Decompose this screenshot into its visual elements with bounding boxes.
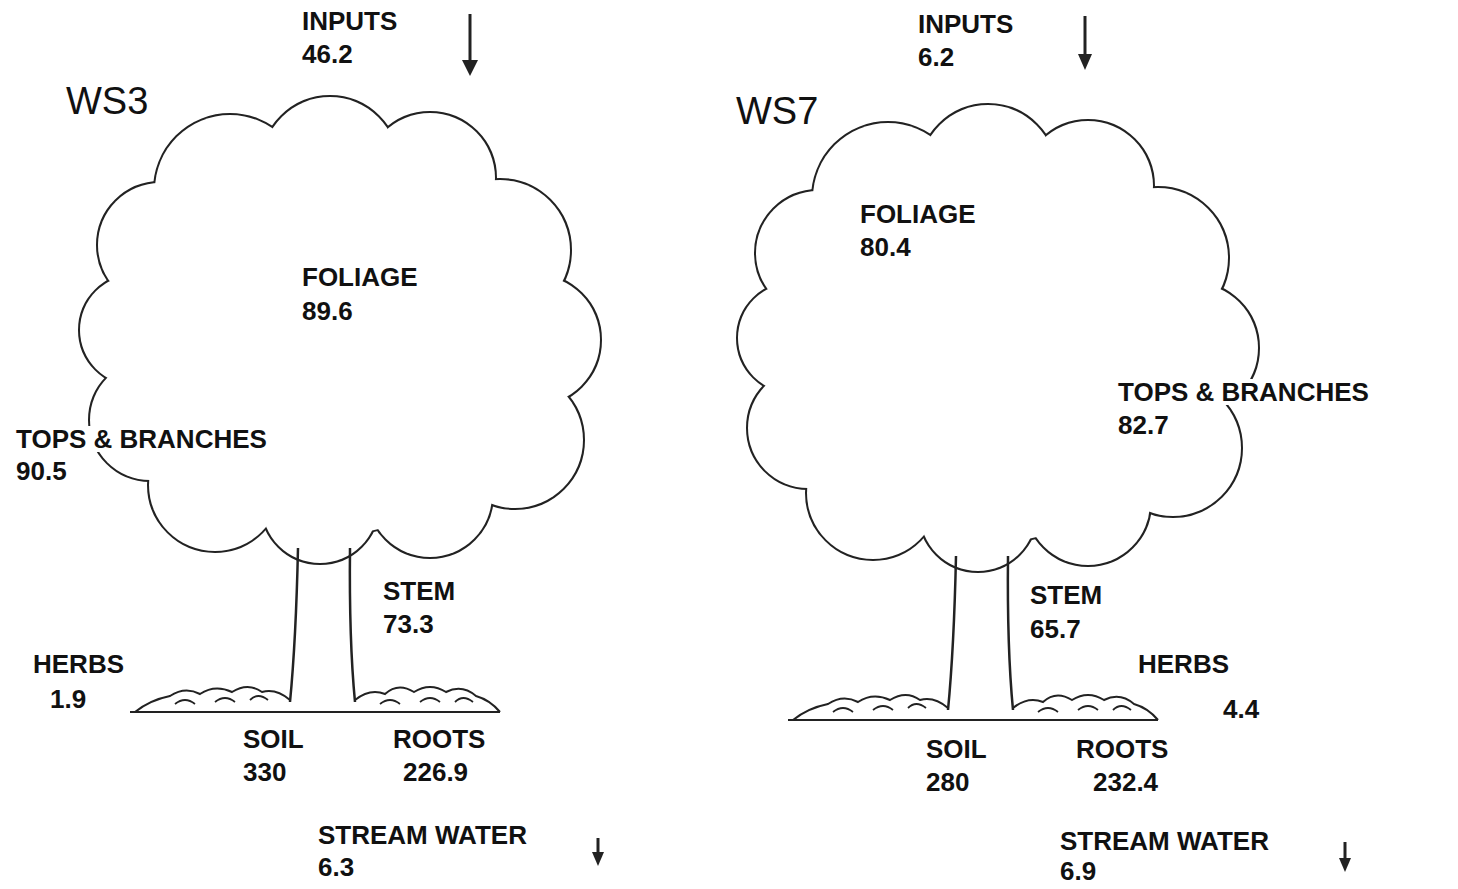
label-text: 89.6 xyxy=(300,298,355,324)
label-text: STREAM WATER xyxy=(1058,828,1271,854)
label-text: 1.9 xyxy=(48,686,88,712)
label-text: ROOTS xyxy=(391,726,487,752)
label-text: INPUTS xyxy=(300,8,399,34)
label-text: STREAM WATER xyxy=(316,822,529,848)
label-text: FOLIAGE xyxy=(300,264,420,290)
label-text: STEM xyxy=(1028,582,1104,608)
label-text: TOPS & BRANCHES xyxy=(1116,379,1371,405)
label-text: 280 xyxy=(924,769,971,795)
label-text: 6.3 xyxy=(316,854,356,880)
label-text: 80.4 xyxy=(858,234,913,260)
panel-title: WS7 xyxy=(734,92,820,130)
label-text: 65.7 xyxy=(1028,616,1083,642)
label-text: 330 xyxy=(241,759,288,785)
label-text: HERBS xyxy=(1136,651,1231,677)
label-text: HERBS xyxy=(31,651,126,677)
label-text: SOIL xyxy=(241,726,306,752)
label-text: 232.4 xyxy=(1091,769,1160,795)
label-text: TOPS & BRANCHES xyxy=(14,426,269,452)
label-text: 4.4 xyxy=(1221,696,1261,722)
label-text: 46.2 xyxy=(300,41,355,67)
label-text: 73.3 xyxy=(381,611,436,637)
label-text: 6.2 xyxy=(916,44,956,70)
label-text: 226.9 xyxy=(401,759,470,785)
label-text: 82.7 xyxy=(1116,412,1171,438)
panel-title: WS3 xyxy=(64,82,150,120)
label-text: STEM xyxy=(381,578,457,604)
label-text: 90.5 xyxy=(14,458,69,484)
label-text: SOIL xyxy=(924,736,989,762)
label-text: FOLIAGE xyxy=(858,201,978,227)
label-text: ROOTS xyxy=(1074,736,1170,762)
label-text: INPUTS xyxy=(916,11,1015,37)
label-text: 6.9 xyxy=(1058,858,1098,884)
